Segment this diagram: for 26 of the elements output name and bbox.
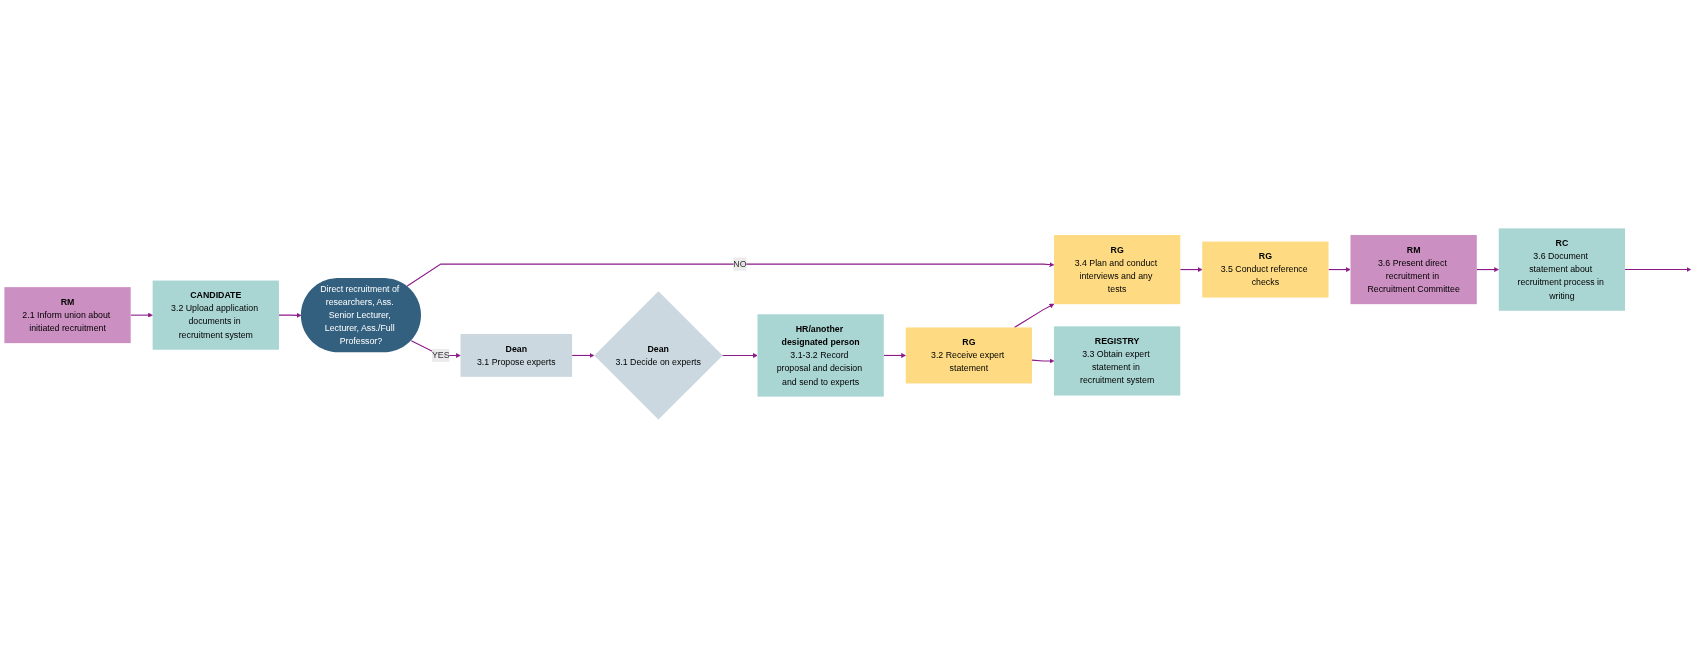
edge-label: NO bbox=[733, 259, 747, 269]
arrow bbox=[130, 312, 153, 318]
arrow bbox=[1013, 303, 1055, 328]
node-box: RG 3.5 Conduct reference checks bbox=[1202, 241, 1329, 298]
node-box: RC 3.6 Document statement about recruitment process in writing bbox=[1498, 228, 1626, 311]
arrow bbox=[571, 353, 595, 358]
edge-label: YES bbox=[431, 350, 450, 360]
arrow bbox=[278, 312, 302, 318]
arrow bbox=[410, 340, 461, 358]
node-box: RG 3.4 Plan and conduct interviews and any tests bbox=[1054, 235, 1181, 305]
arrow bbox=[883, 353, 906, 358]
node-box: Dean 3.1 Propose experts bbox=[460, 334, 573, 377]
node-box: RM 2.1 Inform union about initiated recruitment bbox=[4, 287, 131, 344]
arrow bbox=[406, 262, 1055, 287]
node-diamond: Dean 3.1 Decide on experts bbox=[594, 291, 723, 420]
arrow bbox=[1328, 267, 1351, 272]
arrow bbox=[1624, 267, 1692, 272]
arrow bbox=[1031, 358, 1055, 364]
arrow bbox=[1476, 267, 1499, 272]
node-box: CANDIDATE 3.2 Upload application documents in recruitment system bbox=[152, 280, 279, 350]
node-box: REGISTRY 3.3 Obtain expert statement in recruitment system bbox=[1054, 326, 1181, 396]
arrow bbox=[1179, 267, 1203, 272]
node-box: RM 3.6 Present direct recruitment in Recruitment Committee bbox=[1350, 235, 1477, 305]
node-box: HR/another designated person 3.1-3.2 Record proposal and decision and send to experts bbox=[757, 314, 884, 397]
arrow bbox=[721, 353, 758, 358]
node-box: RG 3.2 Receive expert statement bbox=[905, 327, 1033, 384]
